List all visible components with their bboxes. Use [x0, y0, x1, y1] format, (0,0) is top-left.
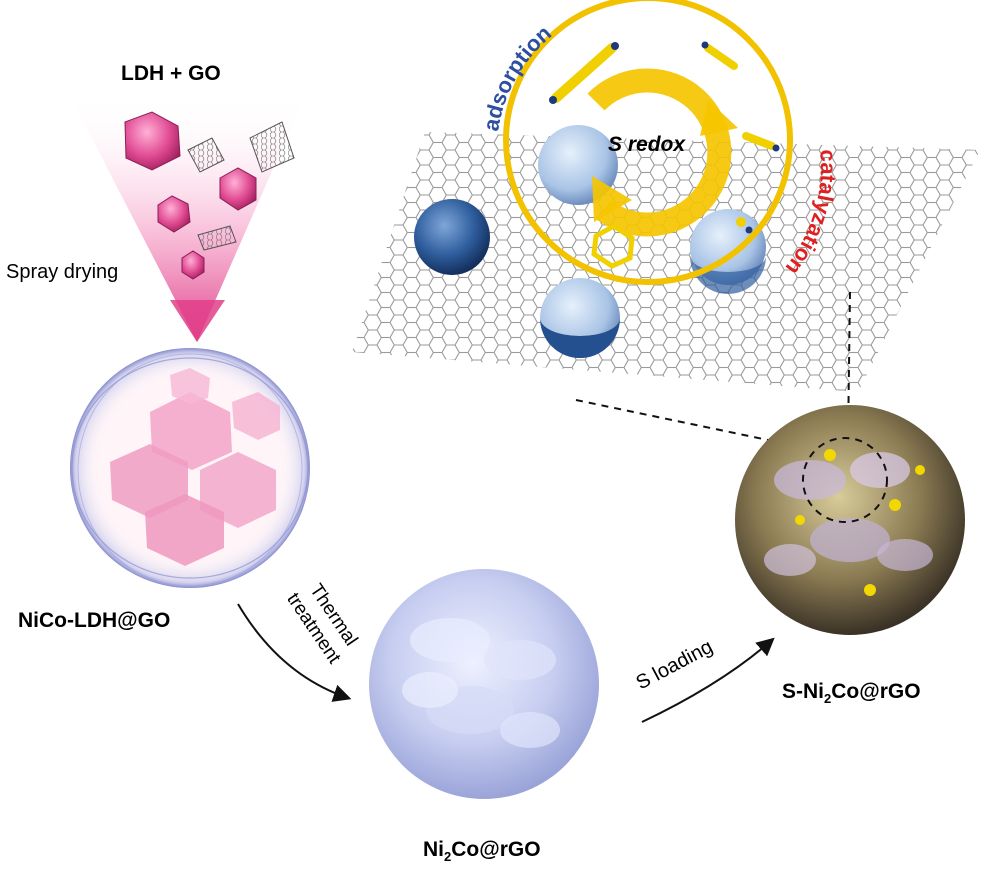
- title-ldh-go: LDH + GO: [121, 62, 221, 85]
- adsorption-label: adsorption: [478, 20, 556, 133]
- go-sheets: [187, 121, 295, 251]
- thermal-treatment-arrow: [237, 603, 352, 702]
- s-ni2co-rgo-flower: [735, 405, 965, 635]
- nico-ldh-go-sphere: [70, 348, 310, 588]
- spray-drying-label: Spray drying: [6, 261, 119, 283]
- ldh-particles: [124, 111, 257, 280]
- redox-outer-ring: [503, 0, 793, 285]
- ni2co-rgo-label: Ni2Co@rGO: [423, 838, 541, 865]
- spray-arrowhead: [170, 300, 225, 342]
- polysulfide-molecules: [549, 41, 780, 269]
- redox-cycle-arrow: [587, 68, 732, 237]
- s-ni2co-rgo-label: S-Ni2Co@rGO: [782, 680, 921, 707]
- ni2co-rgo-flower: [369, 569, 599, 799]
- nico-ldh-go-label: NiCo-LDH@GO: [18, 609, 171, 632]
- s-loading-arrow: [641, 637, 775, 723]
- s-redox-label: S redox: [608, 133, 686, 156]
